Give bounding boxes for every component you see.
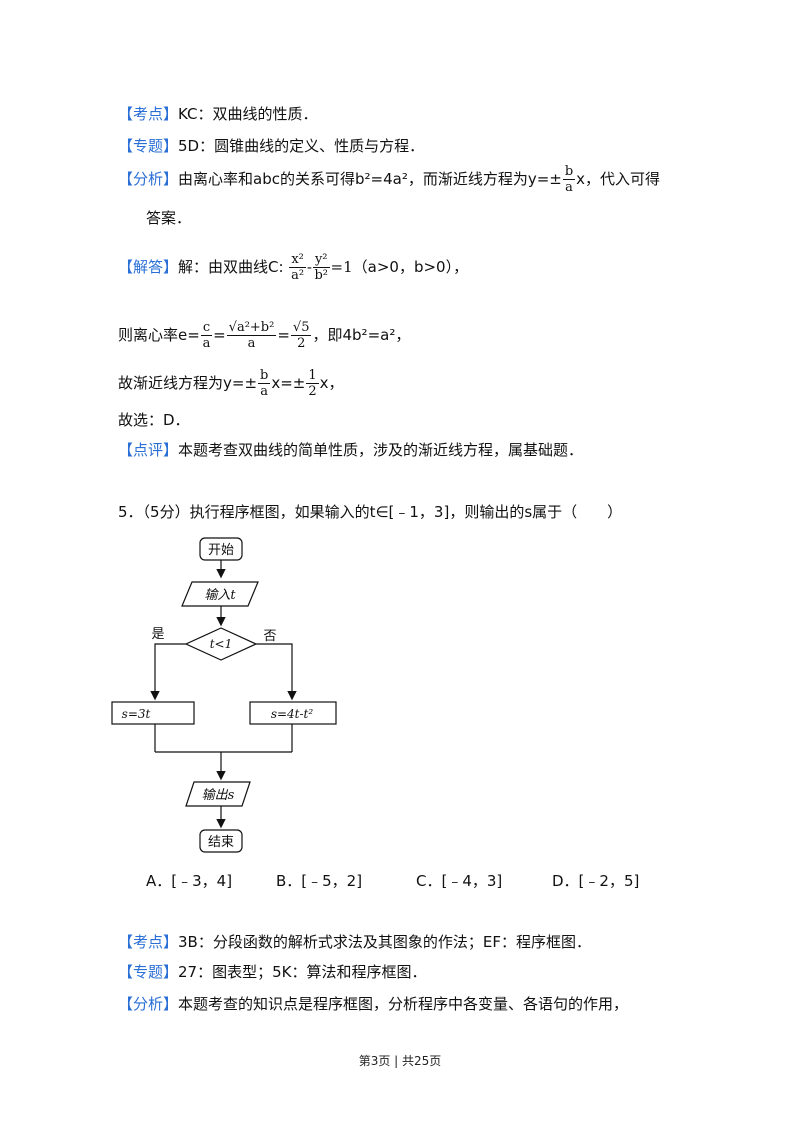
ecc-text-2: ，即4b²=a²，	[312, 326, 411, 344]
asym-text-3: x，	[319, 374, 344, 392]
q5-fenxi-text: 本题考查的知识点是程序框图，分析程序中各变量、各语句的作用，	[178, 995, 629, 1013]
choice-b: B．[﹣5，2]	[276, 872, 363, 890]
frac-num: √5	[290, 320, 312, 336]
equals: =	[213, 326, 226, 344]
q5-fenxi-line: 【分析】本题考查的知识点是程序框图，分析程序中各变量、各语句的作用，	[118, 994, 628, 1014]
frac-num: y²	[312, 252, 330, 268]
equals-one: =1	[330, 258, 353, 276]
decision-diamond	[184, 627, 258, 661]
end-label: 结束	[208, 835, 234, 850]
choice-a: A．[﹣3，4]	[146, 872, 233, 890]
flowchart: 开始 输入t t<1 是 否 s=3t s=4t-t² 输出s 结束	[111, 537, 337, 853]
input-box	[181, 581, 259, 607]
output-label: 输出s	[202, 788, 235, 803]
kaodian-line: 【考点】KC：双曲线的性质．	[118, 104, 318, 124]
q5-stem: 5．（5分）执行程序框图，如果输入的t∈[﹣1，3]，则输出的s属于（ ）	[118, 503, 623, 521]
jieda-text-2: （a>0，b>0），	[352, 258, 469, 276]
answer-line: 故选：D．	[118, 411, 190, 429]
q5-zhuanti-tag: 【专题】	[118, 963, 179, 981]
q5-zhuanti-line: 【专题】27：图表型；5K：算法和程序框图．	[118, 962, 426, 982]
right-process-box	[249, 701, 337, 725]
frac-den: 2	[297, 336, 306, 351]
no-label: 否	[263, 629, 276, 644]
end-box	[199, 829, 243, 853]
zhuanti-text: 5D：圆锥曲线的定义、性质与方程．	[178, 137, 425, 155]
choice-c: C．[﹣4，3]	[416, 872, 503, 890]
minus-sign: -	[306, 258, 312, 276]
condition-label: t<1	[210, 637, 233, 651]
page-footer: 第3页 | 共25页	[358, 1054, 442, 1068]
q5-kaodian-text: 3B：分段函数的解析式求法及其图象的作法；EF：程序框图．	[178, 933, 591, 951]
start-label: 开始	[208, 543, 234, 558]
dianping-line: 【点评】本题考查双曲线的简单性质，涉及的渐近线方程，属基础题．	[118, 440, 583, 460]
q5-fenxi-tag: 【分析】	[118, 995, 179, 1013]
fenxi-tag: 【分析】	[118, 170, 179, 188]
dianping-tag: 【点评】	[118, 441, 179, 459]
asym-text-1: 故渐近线方程为y=±	[118, 374, 258, 392]
frac-num: x²	[289, 252, 306, 268]
zhuanti-tag: 【专题】	[118, 137, 179, 155]
jieda-tag: 【解答】	[118, 258, 179, 276]
frac-den: a²	[291, 268, 305, 283]
ecc-text-1: 则离心率e=	[118, 326, 200, 344]
frac-den: a	[247, 336, 256, 351]
asym-text-2: x=±	[271, 374, 306, 392]
kaodian-text: KC：双曲线的性质．	[178, 105, 318, 123]
frac-den: a	[202, 336, 211, 351]
frac-num: c	[200, 320, 213, 336]
frac-num: b	[562, 164, 576, 180]
frac-num: √a²+b²	[226, 320, 277, 336]
jieda-text-1: 解：由双曲线C:	[178, 258, 284, 276]
frac-den: a	[565, 180, 573, 195]
frac-den: 2	[308, 384, 317, 399]
left-box-label: s=3t	[122, 707, 151, 721]
left-process-box	[111, 701, 195, 725]
equals: =	[277, 326, 290, 344]
kaodian-tag: 【考点】	[118, 105, 179, 123]
right-box-label: s=4t-t²	[271, 707, 314, 721]
output-box	[185, 781, 251, 807]
frac-num: 1	[306, 368, 319, 384]
q5-kaodian-line: 【考点】3B：分段函数的解析式求法及其图象的作法；EF：程序框图．	[118, 932, 591, 952]
input-label: 输入t	[204, 588, 236, 603]
q5-kaodian-tag: 【考点】	[118, 933, 179, 951]
frac-den: a	[260, 384, 269, 399]
frac-den: b²	[314, 268, 328, 283]
yes-label: 是	[151, 627, 164, 642]
frac-num: b	[258, 368, 271, 384]
q5-zhuanti-text: 27：图表型；5K：算法和程序框图．	[178, 963, 427, 981]
choice-d: D．[﹣2，5]	[552, 872, 640, 890]
fenxi-text-2: x，代入可得	[576, 170, 661, 188]
fenxi-text-3: 答案．	[146, 209, 192, 227]
dianping-text: 本题考查双曲线的简单性质，涉及的渐近线方程，属基础题．	[178, 441, 584, 459]
zhuanti-line: 【专题】5D：圆锥曲线的定义、性质与方程．	[118, 136, 424, 156]
fenxi-text-1: 由离心率和abc的关系可得b²=4a²，而渐近线方程为y=±	[178, 170, 562, 188]
